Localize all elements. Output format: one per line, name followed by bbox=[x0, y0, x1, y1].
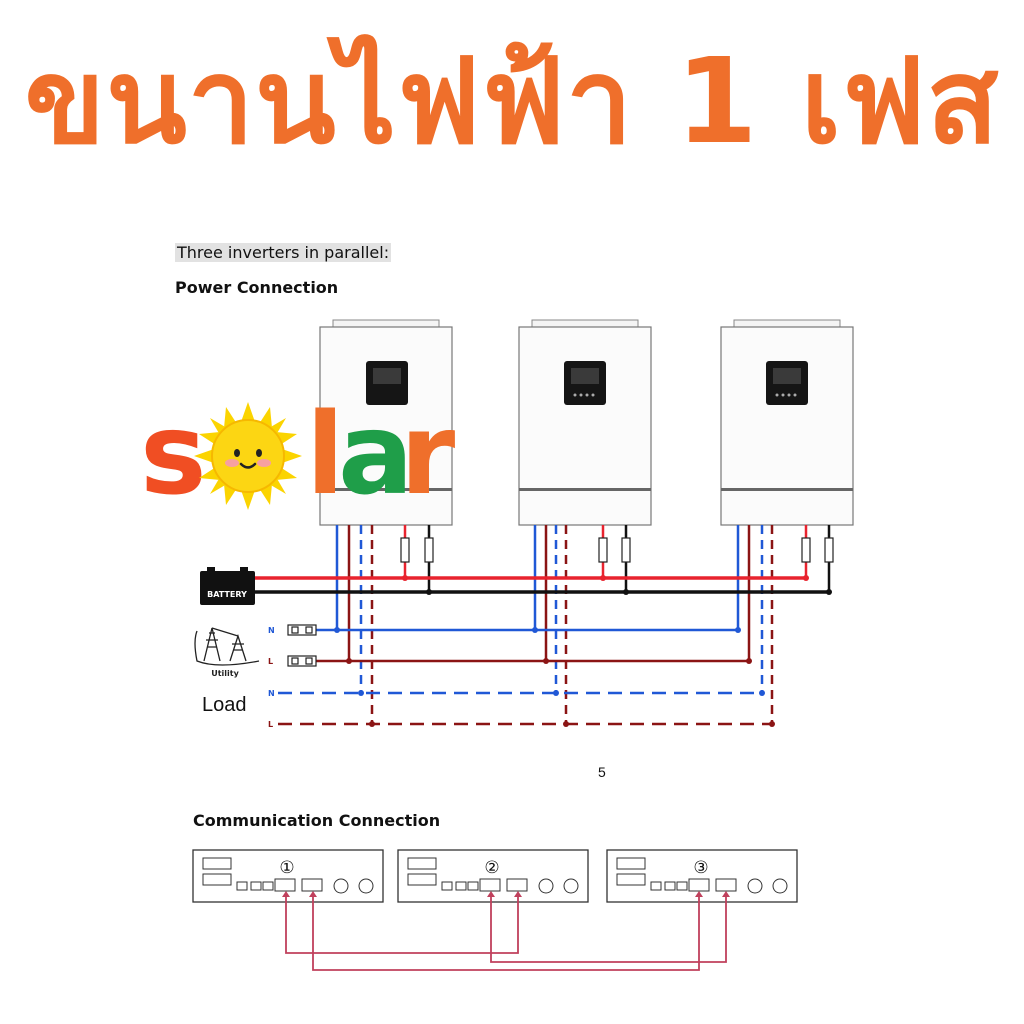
parallel-port-2-a bbox=[479, 878, 501, 892]
unit-number-2: ② bbox=[484, 858, 499, 878]
load-label: Load bbox=[202, 694, 247, 716]
logo-letter-s: s bbox=[140, 390, 207, 520]
page-number: 5 bbox=[598, 764, 606, 780]
junction-dots bbox=[334, 575, 832, 727]
utility-label: Utility bbox=[211, 669, 239, 678]
battery-label: BATTERY bbox=[207, 590, 247, 599]
parallel-port-3-b bbox=[715, 878, 737, 892]
diagram-subtitle: Three inverters in parallel: bbox=[175, 243, 392, 262]
communication-cables bbox=[285, 893, 727, 971]
bus-bars bbox=[255, 576, 829, 726]
logo-letter-l: l bbox=[306, 390, 345, 520]
unit-number-1: ① bbox=[279, 858, 294, 878]
parallel-port-1-b bbox=[301, 878, 323, 892]
comm-cable-arrows bbox=[282, 891, 730, 897]
comm-unit-3: ③ bbox=[606, 849, 798, 903]
load-live-label: L bbox=[268, 720, 273, 729]
comm-unit-2: ② bbox=[397, 849, 589, 903]
comm-unit-1: ① bbox=[192, 849, 384, 903]
comm-cable-1-to-2 bbox=[285, 893, 519, 954]
communication-connection-title: Communication Connection bbox=[193, 811, 441, 830]
load-neutral-label: N bbox=[268, 689, 275, 698]
headline-title: ขนานไฟฟ้า 1 เฟส bbox=[24, 32, 1000, 170]
inverter-2 bbox=[518, 319, 652, 526]
inverter-3 bbox=[720, 319, 854, 526]
comm-cable-1-to-3 bbox=[312, 893, 700, 971]
parallel-port-1-a bbox=[274, 878, 296, 892]
parallel-port-3-a bbox=[688, 878, 710, 892]
dc-breakers bbox=[400, 537, 834, 563]
comm-cable-2-to-3 bbox=[490, 893, 727, 963]
inverter-1 bbox=[319, 319, 453, 526]
logo-letter-a: a bbox=[338, 390, 414, 520]
utility-tower-icon: Utility bbox=[194, 627, 260, 678]
unit-number-3: ③ bbox=[693, 858, 708, 878]
power-connection-title: Power Connection bbox=[175, 278, 339, 297]
sun-icon bbox=[194, 402, 302, 510]
battery-icon: BATTERY bbox=[200, 567, 255, 605]
parallel-port-2-b bbox=[506, 878, 528, 892]
logo-letter-r: r bbox=[400, 390, 456, 520]
utility-neutral-label: N bbox=[268, 626, 275, 635]
solar-logo: s l a r bbox=[140, 390, 470, 520]
utility-breakers bbox=[287, 624, 317, 667]
utility-live-label: L bbox=[268, 657, 273, 666]
